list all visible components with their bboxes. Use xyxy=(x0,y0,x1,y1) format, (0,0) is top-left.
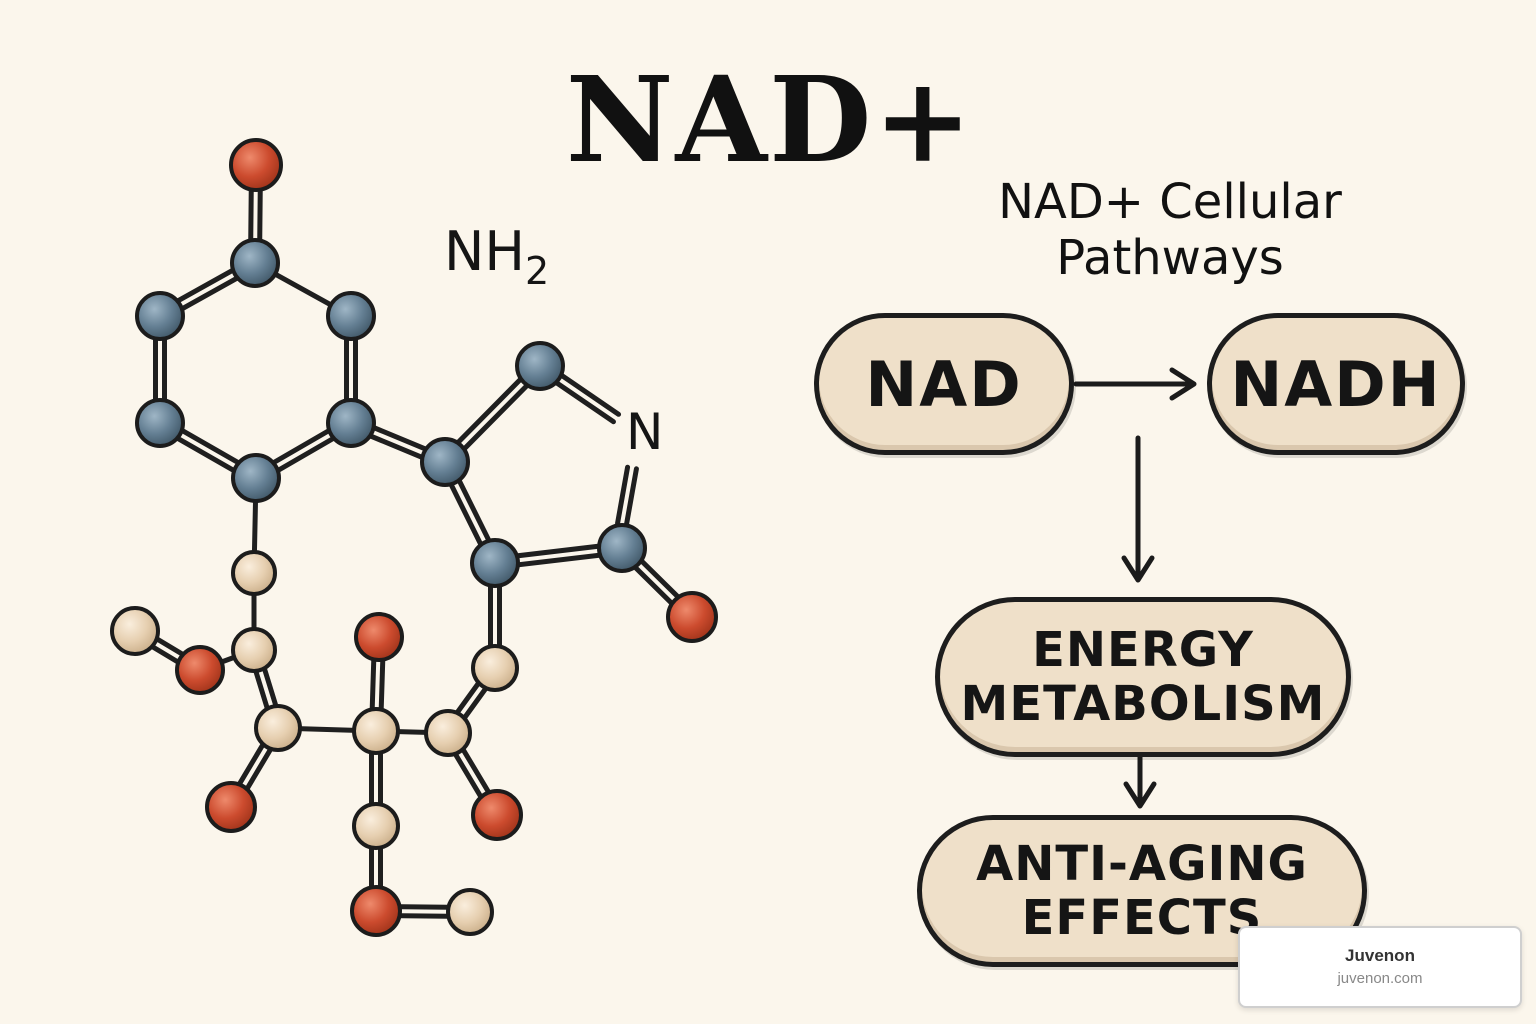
atom-blue-c10 xyxy=(597,523,647,573)
watermark-badge[interactable]: Juvenon juvenon.com xyxy=(1238,926,1522,1008)
atom-red-o-low-left xyxy=(205,781,257,833)
atom-blue-c1 xyxy=(230,238,280,288)
bond xyxy=(615,464,631,526)
atom-cream-r3 xyxy=(231,627,277,673)
molecule-diagram xyxy=(110,138,718,937)
node-nad-label: NAD xyxy=(865,347,1023,421)
bond xyxy=(623,466,639,528)
atom-blue-c4 xyxy=(135,398,185,448)
node-energy-line-1: ENERGY xyxy=(1032,622,1254,678)
atom-blue-c9 xyxy=(470,538,520,588)
atom-red-o-low-right xyxy=(471,789,523,841)
atom-cream-r5 xyxy=(352,707,400,755)
atom-blue-c3 xyxy=(326,291,376,341)
atom-red-o-bottom xyxy=(350,885,402,937)
node-nadh: NADH xyxy=(1207,313,1465,455)
atom-blue-c7 xyxy=(420,437,470,487)
nitrogen-label: N xyxy=(626,403,664,461)
page-title: NAD+ xyxy=(565,50,975,189)
atom-blue-c8 xyxy=(515,341,565,391)
atom-cream-r6 xyxy=(424,709,472,757)
atom-blue-c5 xyxy=(326,398,376,448)
watermark-url[interactable]: juvenon.com xyxy=(1337,970,1423,987)
atom-cream-r9 xyxy=(446,888,494,936)
atom-cream-r7 xyxy=(471,644,519,692)
arrowhead-energy-icon xyxy=(1121,555,1155,583)
subtitle-line-1: NAD+ Cellular xyxy=(998,174,1342,230)
arrowhead-nadh-icon xyxy=(1169,367,1197,401)
node-anti-aging: ANTI-AGING EFFECTS xyxy=(917,815,1367,967)
node-aging-line-1: ANTI-AGING xyxy=(976,836,1308,892)
node-aging-line-2: EFFECTS xyxy=(1021,890,1263,946)
node-energy-line-2: METABOLISM xyxy=(960,676,1326,732)
atom-cream-r8 xyxy=(352,802,400,850)
atom-red-o-top xyxy=(229,138,283,192)
watermark-name: Juvenon xyxy=(1345,946,1415,965)
node-nad: NAD xyxy=(814,313,1074,455)
atom-red-o-right xyxy=(666,591,718,643)
atom-red-o-left xyxy=(175,645,225,695)
arrowhead-aging-icon xyxy=(1123,781,1157,809)
atom-cream-r2 xyxy=(110,606,160,656)
amine-label: NH2 xyxy=(444,220,550,293)
atom-red-o-mid xyxy=(354,612,404,662)
subtitle-line-2: Pathways xyxy=(1056,230,1284,286)
atom-cream-r1 xyxy=(231,550,277,596)
node-energy-metabolism: ENERGY METABOLISM xyxy=(935,597,1351,757)
atom-blue-c2 xyxy=(135,291,185,341)
node-nadh-label: NADH xyxy=(1230,347,1442,421)
atom-cream-r4 xyxy=(254,704,302,752)
atom-blue-c6 xyxy=(231,453,281,503)
pathway-subtitle: NAD+ Cellular Pathways xyxy=(960,174,1380,286)
